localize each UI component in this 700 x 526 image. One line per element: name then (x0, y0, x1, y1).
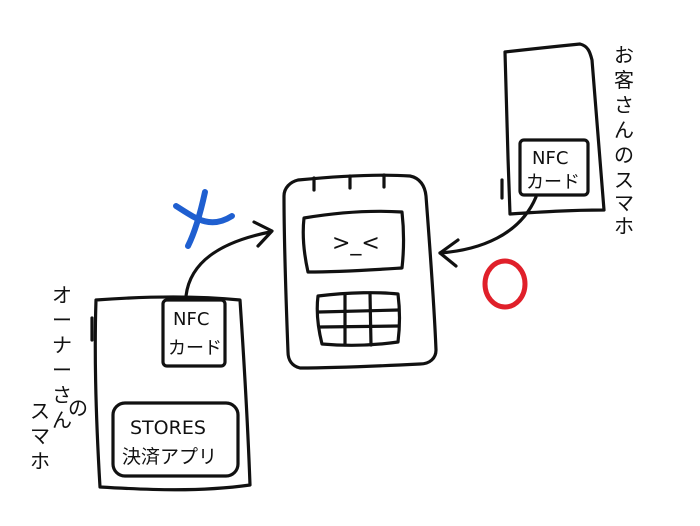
owner-nfc-card-label: カード (168, 338, 222, 359)
customer-nfc-label: NFC (532, 148, 568, 169)
customer-nfc-card-box (518, 138, 590, 197)
customer-nfc-card-label: カード (526, 172, 580, 193)
customer-phone-label: お 客 さ ん の ス マ ホ (614, 43, 634, 238)
owner-to-terminal-arrow (184, 220, 274, 298)
svg-text:の: の (614, 143, 634, 167)
svg-text:ナ: ナ (52, 333, 72, 357)
payment-app-label: 決済アプリ (122, 446, 217, 468)
svg-text:オ: オ (52, 283, 72, 307)
card-terminal: >_< (282, 173, 438, 370)
owner-nfc-label: NFC (173, 309, 209, 330)
svg-text:ホ: ホ (30, 449, 50, 473)
owner-nfc-card-box (161, 298, 227, 368)
terminal-keypad (315, 291, 402, 347)
svg-text:マ: マ (30, 424, 50, 448)
owner-phone: NFC カード STORES 決済アプリ (90, 295, 252, 492)
svg-text:ー: ー (52, 308, 72, 332)
stores-app-box (111, 401, 240, 478)
circle-mark-icon (482, 258, 528, 310)
svg-text:ん: ん (614, 118, 634, 142)
svg-text:ん: ん (52, 408, 72, 432)
terminal-face: >_< (332, 231, 380, 256)
svg-text:ス: ス (30, 399, 50, 423)
stores-label: STORES (130, 417, 206, 439)
customer-to-terminal-arrow (438, 195, 538, 268)
svg-text:お: お (614, 43, 634, 67)
cross-mark-icon (173, 189, 235, 249)
svg-text:さ: さ (52, 383, 72, 407)
customer-phone: NFC カード (500, 42, 606, 216)
svg-text:ホ: ホ (614, 214, 634, 238)
terminal-screen (301, 209, 406, 274)
svg-text:マ: マ (614, 191, 634, 215)
svg-text:ス: ス (614, 168, 634, 192)
svg-text:の: の (68, 396, 88, 420)
svg-text:客: 客 (614, 68, 634, 92)
svg-text:さ: さ (614, 93, 634, 117)
owner-phone-label: オ ー ナ ー さ ん の ス マ ホ (30, 283, 88, 473)
svg-text:ー: ー (52, 358, 72, 382)
